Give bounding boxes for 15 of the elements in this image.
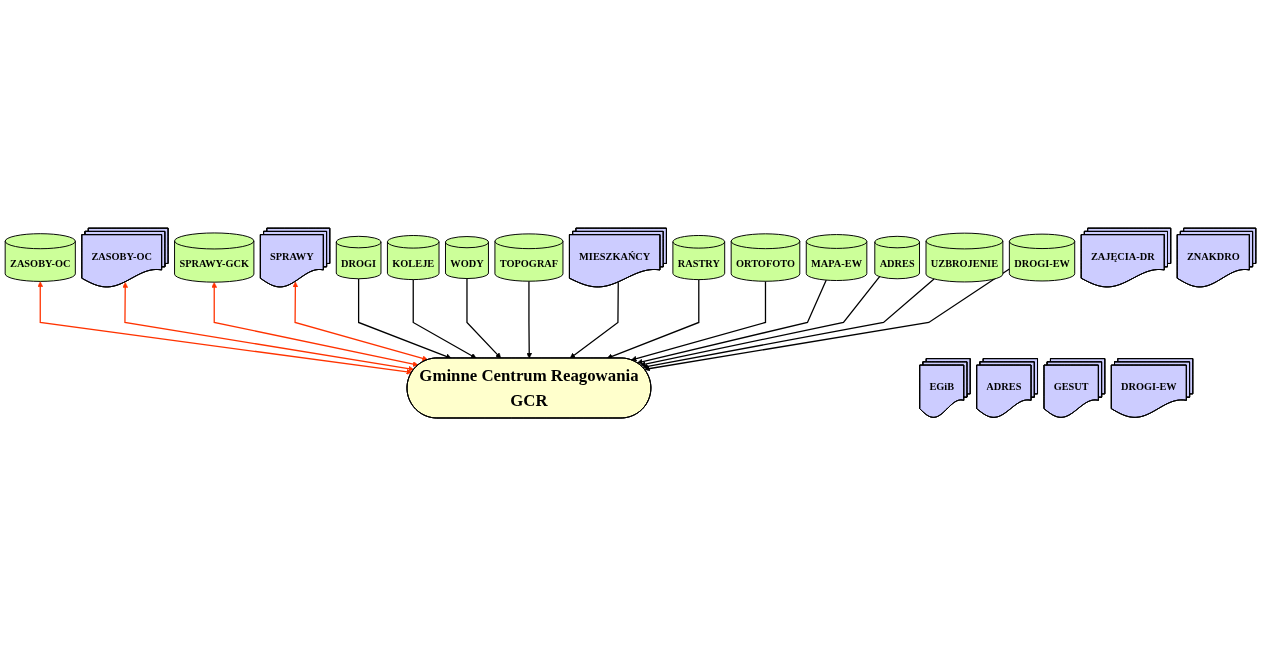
arrow (636, 279, 827, 365)
arrow (122, 282, 415, 372)
arrow (526, 280, 533, 359)
arrow (631, 280, 767, 362)
arrow (606, 278, 700, 359)
arrow (292, 281, 428, 362)
arrow (412, 278, 477, 359)
arrow (37, 281, 413, 375)
arrow (569, 281, 619, 359)
arrow (466, 277, 502, 359)
arrow (642, 278, 935, 370)
arrow (640, 275, 881, 367)
arrow (644, 268, 1010, 372)
arrow (211, 282, 419, 367)
arrow (357, 278, 452, 359)
